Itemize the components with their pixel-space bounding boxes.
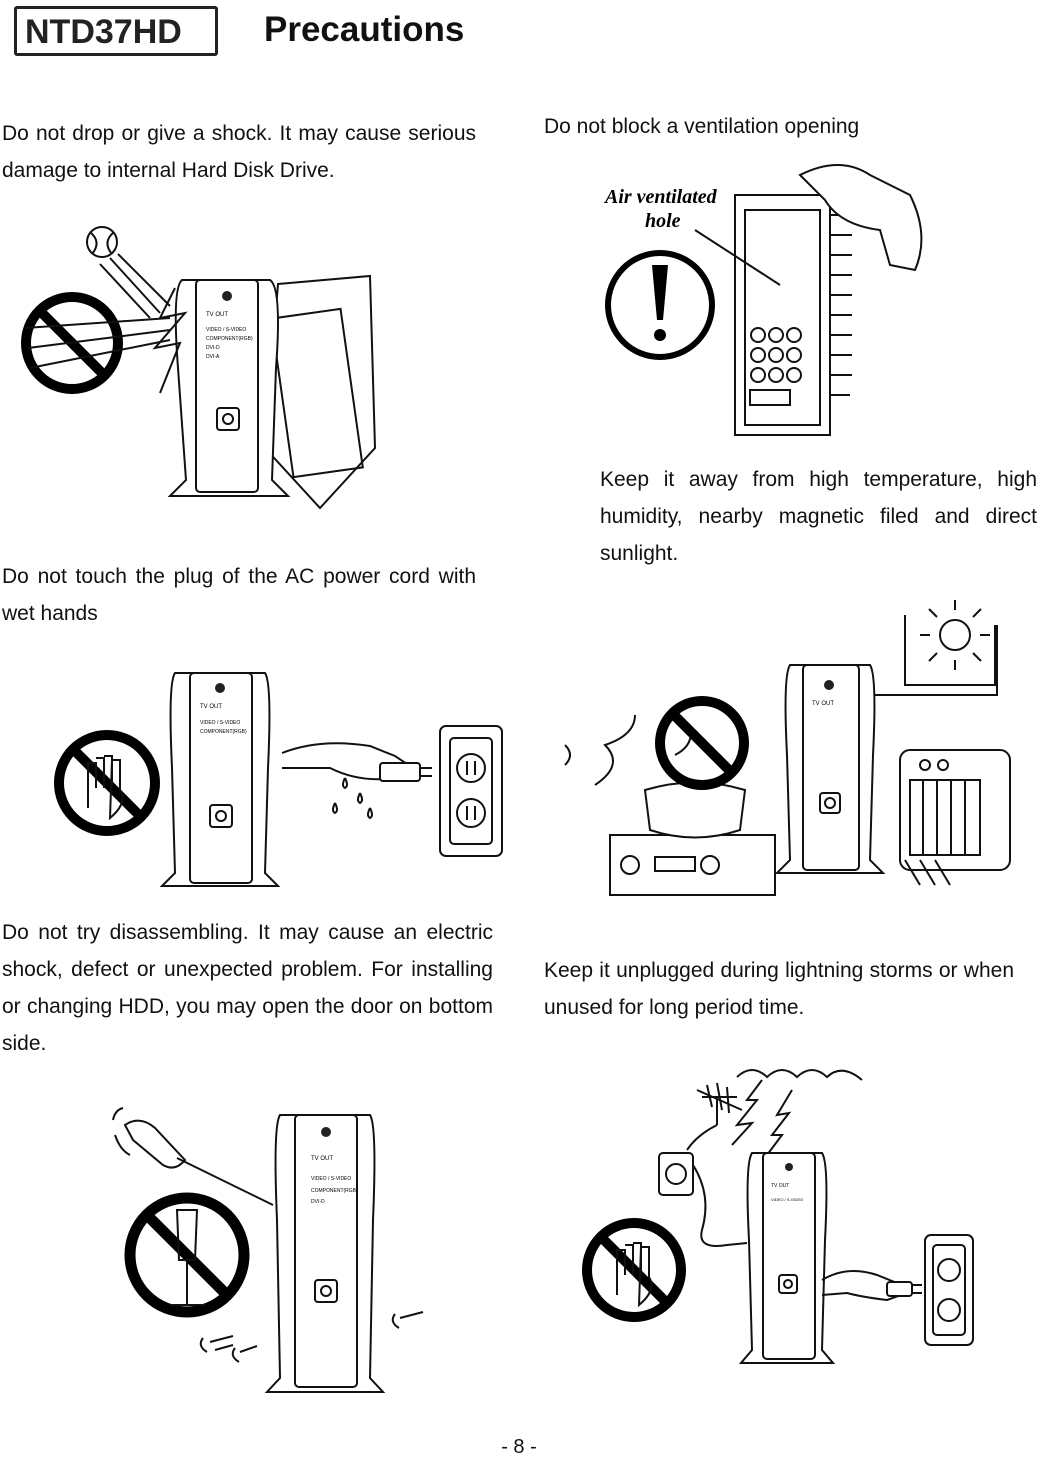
svg-text:TV OUT: TV OUT: [311, 1156, 333, 1162]
cloth-hand-icon: [798, 164, 923, 272]
svg-text:COMPONENT(RGB): COMPONENT(RGB): [200, 729, 247, 735]
plug-icon: [379, 762, 432, 782]
drop-warning-text: Do not drop or give a shock. It may caus…: [2, 122, 476, 182]
svg-text:VIDEO / S-VIDEO: VIDEO / S-VIDEO: [311, 1176, 351, 1182]
warning-exclamation-icon: [605, 250, 715, 360]
heater-icon: [899, 749, 1011, 886]
wet-hand-icon: [281, 742, 412, 820]
svg-text:TV OUT: TV OUT: [206, 312, 228, 318]
prohibited-sign-icon: [655, 696, 749, 790]
power-icon: [314, 1279, 338, 1303]
lightning-illustration: TV OUT VIDEO / S-VIDEO: [582, 1069, 974, 1364]
ventilation-warning-text: Do not block a ventilation opening: [544, 115, 860, 138]
svg-text:DVI-D: DVI-D: [311, 1199, 325, 1205]
media-player-device-icon: TV OUT VIDEO / S-VIDEO COMPONENT(RGB) DV…: [264, 1114, 386, 1393]
power-icon: [778, 1274, 798, 1294]
media-player-device-icon: TV OUT VIDEO / S-VIDEO COMPONENT(RGB): [159, 672, 281, 887]
prohibited-sign-icon: [124, 1192, 250, 1318]
prohibited-sign-icon: [582, 1218, 686, 1322]
svg-text:TV OUT: TV OUT: [200, 704, 222, 710]
prohibited-sign-icon: [21, 292, 171, 394]
device-rear-panel-icon: [734, 194, 852, 436]
ball-icon: [86, 226, 171, 319]
tilted-device-icon: [263, 274, 377, 510]
disassembly-warning-text: Do not try disassembling. It may cause a…: [2, 921, 493, 1055]
svg-text:TV OUT: TV OUT: [812, 701, 834, 707]
svg-text:COMPONENT(RGB): COMPONENT(RGB): [311, 1188, 358, 1194]
power-icon: [216, 407, 240, 431]
screws-icon: [199, 1311, 424, 1363]
page-number: - 8 -: [501, 1436, 537, 1458]
cloud-icon: [736, 1069, 863, 1081]
prohibited-sign-icon: [54, 730, 160, 836]
svg-text:VIDEO / S-VIDEO: VIDEO / S-VIDEO: [771, 1197, 803, 1202]
lightning-warning-text: Keep it unplugged during lightning storm…: [544, 959, 1014, 1019]
power-icon: [819, 792, 841, 814]
disassembly-illustration: TV OUT VIDEO / S-VIDEO COMPONENT(RGB) DV…: [112, 1107, 424, 1393]
svg-text:TV OUT: TV OUT: [771, 1183, 789, 1189]
wall-outlet-icon: [924, 1234, 974, 1346]
hand-icon: [616, 1242, 653, 1308]
page-title: Precautions: [264, 10, 465, 49]
svg-text:DVI-D: DVI-D: [206, 345, 220, 351]
hand-icon: [87, 755, 124, 821]
brand-logo: NTD37HD: [14, 6, 218, 56]
pointer-arrow: [694, 229, 781, 286]
window-sun-icon: [875, 600, 998, 696]
lightning-icon: [731, 1079, 793, 1156]
power-icon: [209, 804, 233, 828]
media-player-device-icon: TV OUT: [774, 664, 886, 874]
media-player-device-icon: TV OUT VIDEO / S-VIDEO COMPONENT(RGB) DV…: [167, 279, 291, 497]
antenna-icon: [686, 1082, 743, 1151]
sun-icon: [920, 600, 990, 670]
temperature-warning-text: Keep it away from high temperature, high…: [600, 468, 1037, 565]
heat-illustration: TV OUT: [564, 600, 1011, 896]
media-player-device-icon: TV OUT VIDEO / S-VIDEO: [738, 1152, 836, 1364]
svg-text:VIDEO / S-VIDEO: VIDEO / S-VIDEO: [200, 720, 240, 726]
hand-unplugging-icon: [821, 1270, 922, 1302]
logo-graphic: NTD37HD: [25, 13, 182, 51]
svg-text:DVI-A: DVI-A: [206, 354, 220, 360]
screwdriver-icon: [112, 1107, 274, 1206]
logo-text: NTD37HD: [25, 13, 182, 51]
wall-outlet-icon: [439, 725, 503, 857]
stove-pot-icon: [564, 714, 776, 896]
wall-outlet-icon: [658, 1152, 748, 1247]
wet-hands-illustration: TV OUT VIDEO / S-VIDEO COMPONENT(RGB): [54, 672, 503, 887]
svg-text:COMPONENT(RGB): COMPONENT(RGB): [206, 336, 253, 342]
wet-hands-warning-text: Do not touch the plug of the AC power co…: [2, 565, 476, 625]
svg-text:VIDEO / S-VIDEO: VIDEO / S-VIDEO: [206, 327, 246, 333]
drop-illustration: TV OUT VIDEO / S-VIDEO COMPONENT(RGB) DV…: [21, 226, 377, 510]
